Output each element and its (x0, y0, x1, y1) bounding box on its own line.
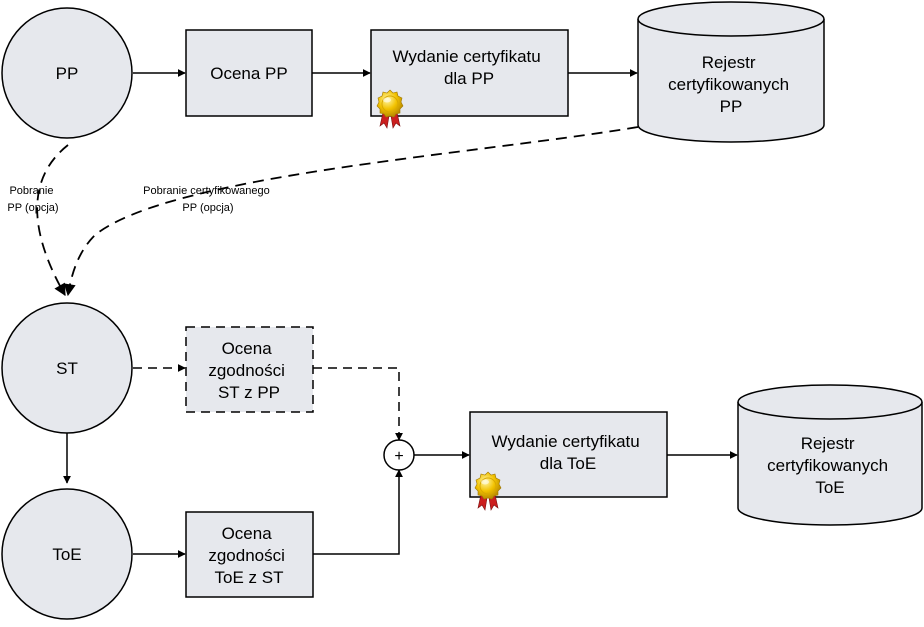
node-toe-label: ToE (52, 545, 81, 564)
node-wydanie-pp-label: Wydanie certyfikatu dla PP (393, 47, 546, 88)
junction-plus-label: + (394, 448, 403, 465)
edge-label-pobranie-pp: Pobranie PP (opcja) (7, 185, 58, 214)
edge-rejestr-pp-to-st (63, 126, 639, 297)
node-ocena-st-label: Ocena zgodności ST z PP (208, 339, 289, 402)
edge-pp-to-st (36, 144, 69, 297)
node-rejestr-toe-label: Rejestr certyfikowanych ToE (767, 434, 893, 497)
node-toe: ToE (1, 488, 133, 620)
edge-label-pobranie-certyfikowanego-pp: Pobranie certyfikowanego PP (opcja) (143, 185, 273, 214)
node-rejestr-pp: Rejestr certyfikowanych PP (637, 1, 825, 143)
edge-ocena-toe-to-junction (313, 469, 403, 555)
node-st-label: ST (56, 359, 78, 378)
node-wydanie-pp: Wydanie certyfikatu dla PP (370, 29, 569, 129)
node-wydanie-toe: Wydanie certyfikatu dla ToE (469, 411, 668, 511)
edge-ocena-st-to-junction (313, 367, 403, 441)
node-ocena-toe-label: Ocena zgodności ToE z ST (208, 524, 289, 587)
node-pp-label: PP (56, 64, 79, 83)
node-rejestr-pp-label: Rejestr certyfikowanych PP (668, 53, 794, 116)
node-ocena-pp-label: Ocena PP (210, 64, 288, 83)
node-wydanie-toe-label: Wydanie certyfikatu dla ToE (492, 432, 645, 473)
node-ocena-st: Ocena zgodności ST z PP (185, 326, 314, 413)
node-st: ST (1, 302, 133, 434)
edges (36, 69, 738, 558)
node-pp: PP (1, 7, 133, 139)
node-junction: + (383, 439, 415, 471)
node-rejestr-toe: Rejestr certyfikowanych ToE (737, 384, 923, 526)
node-ocena-pp: Ocena PP (185, 29, 313, 117)
node-ocena-toe: Ocena zgodności ToE z ST (185, 511, 314, 598)
